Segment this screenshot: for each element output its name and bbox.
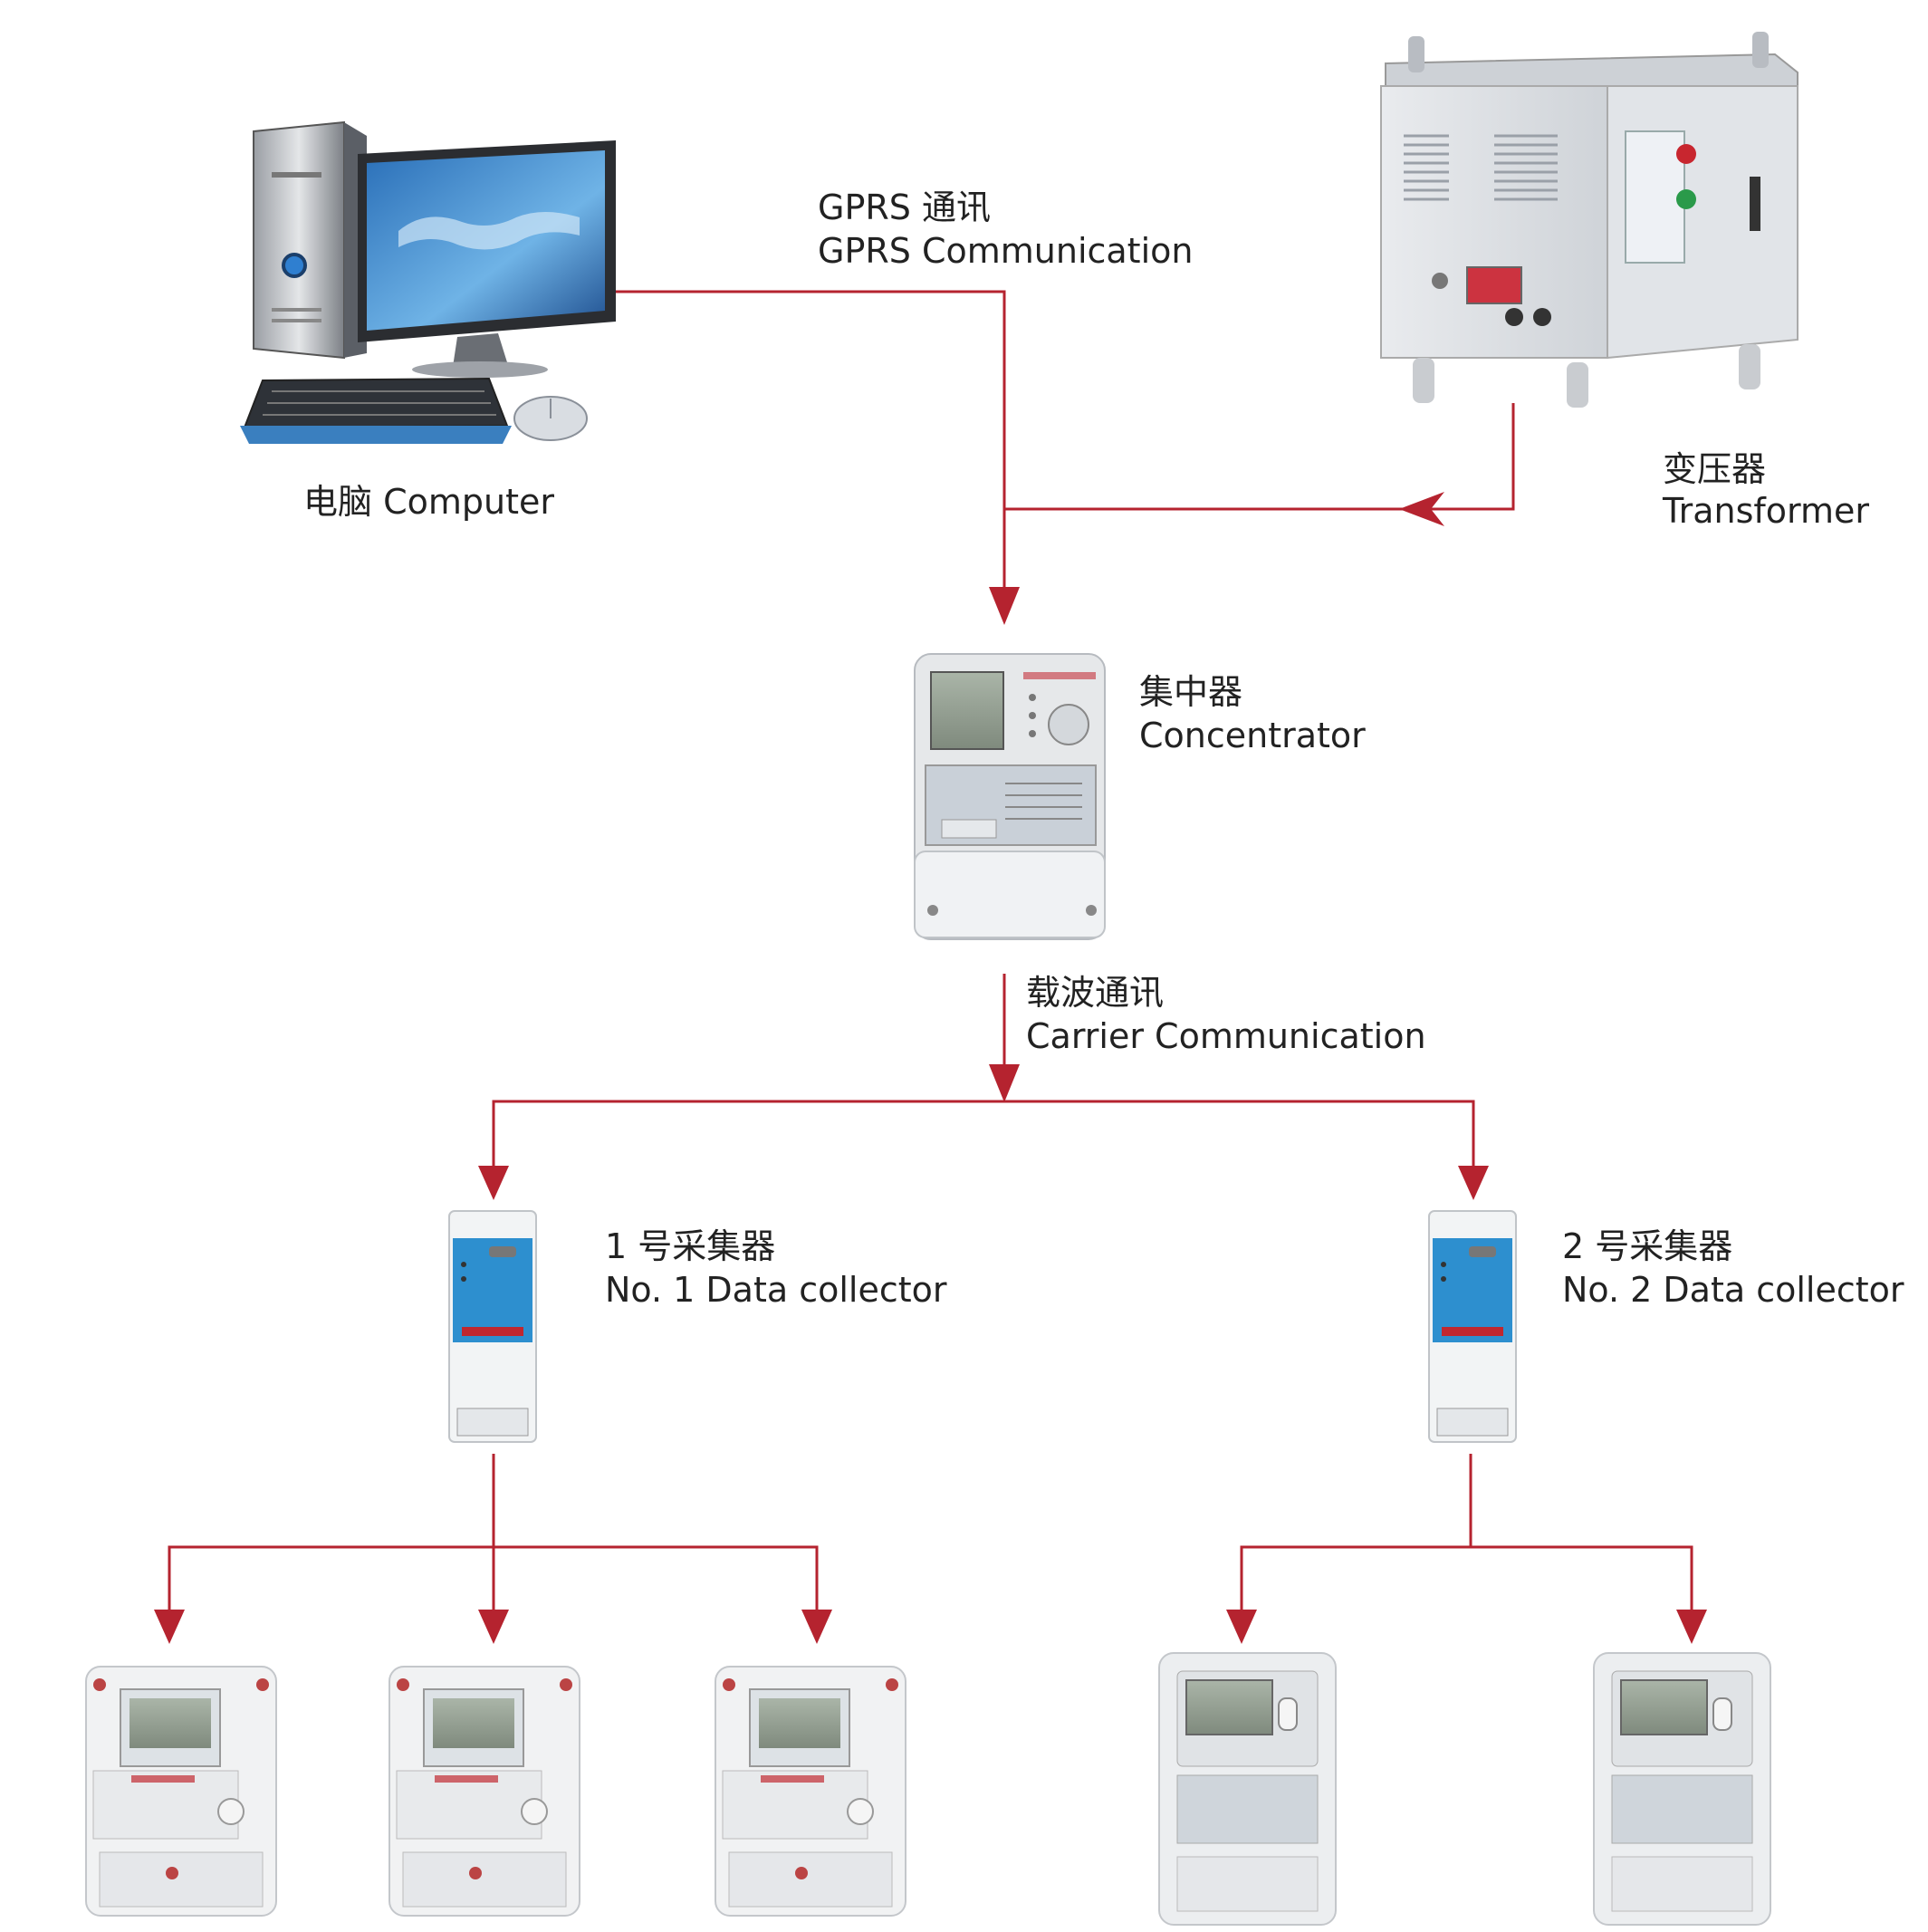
transformer-label-cn: 变压器 bbox=[1663, 449, 1767, 489]
collector-2-label-cn: 2 号采集器 bbox=[1562, 1226, 1733, 1266]
link-collector1-meters bbox=[168, 1454, 819, 1610]
arrow-to-concentrator bbox=[989, 587, 1020, 625]
arrow-carrier-bus bbox=[989, 1064, 1020, 1102]
three-phase-meter-2 bbox=[1593, 1652, 1771, 1926]
collector-1-label-en: No. 1 Data collector bbox=[605, 1270, 947, 1310]
arrow-to-meter-5 bbox=[1676, 1610, 1707, 1644]
single-phase-meter-1 bbox=[85, 1666, 277, 1917]
arrow-to-meter-1 bbox=[154, 1610, 185, 1644]
carrier-label-en: Carrier Communication bbox=[1026, 1016, 1426, 1056]
concentrator-device-icon bbox=[914, 653, 1106, 940]
arrow-transformer-to-bus bbox=[1399, 492, 1444, 526]
connector-lines bbox=[168, 290, 1693, 1610]
arrow-to-collector-2 bbox=[1458, 1166, 1489, 1200]
collector-2-icon bbox=[1428, 1210, 1517, 1443]
concentrator-label-en: Concentrator bbox=[1139, 716, 1366, 755]
connector-arrows bbox=[154, 492, 1707, 1644]
collector-1-icon bbox=[448, 1210, 537, 1443]
link-computer-to-concentrator bbox=[616, 290, 1006, 587]
arrow-to-meter-3 bbox=[801, 1610, 832, 1644]
collector-1-label-cn: 1 号采集器 bbox=[605, 1226, 776, 1266]
transformer-label-en: Transformer bbox=[1663, 491, 1870, 531]
link-transformer-to-bus bbox=[1004, 403, 1515, 511]
transformer-cabinet-icon bbox=[1380, 32, 1799, 408]
concentrator-label-cn: 集中器 bbox=[1139, 672, 1243, 712]
single-phase-meter-3 bbox=[715, 1666, 906, 1917]
arrow-to-collector-1 bbox=[478, 1166, 509, 1200]
arrow-to-meter-4 bbox=[1226, 1610, 1257, 1644]
three-phase-meter-1 bbox=[1158, 1652, 1337, 1926]
single-phase-meter-2 bbox=[388, 1666, 580, 1917]
gprs-label-cn: GPRS 通讯 bbox=[818, 187, 991, 227]
link-carrier-bus bbox=[492, 1100, 1475, 1189]
link-collector2-meters bbox=[1240, 1454, 1693, 1610]
desktop-computer-icon bbox=[240, 120, 616, 444]
carrier-label-cn: 载波通讯 bbox=[1026, 973, 1165, 1013]
arrow-to-meter-2 bbox=[478, 1610, 509, 1644]
gprs-label-en: GPRS Communication bbox=[818, 231, 1194, 271]
collector-2-label-en: No. 2 Data collector bbox=[1562, 1270, 1904, 1310]
computer-label: 电脑 Computer bbox=[303, 482, 554, 522]
